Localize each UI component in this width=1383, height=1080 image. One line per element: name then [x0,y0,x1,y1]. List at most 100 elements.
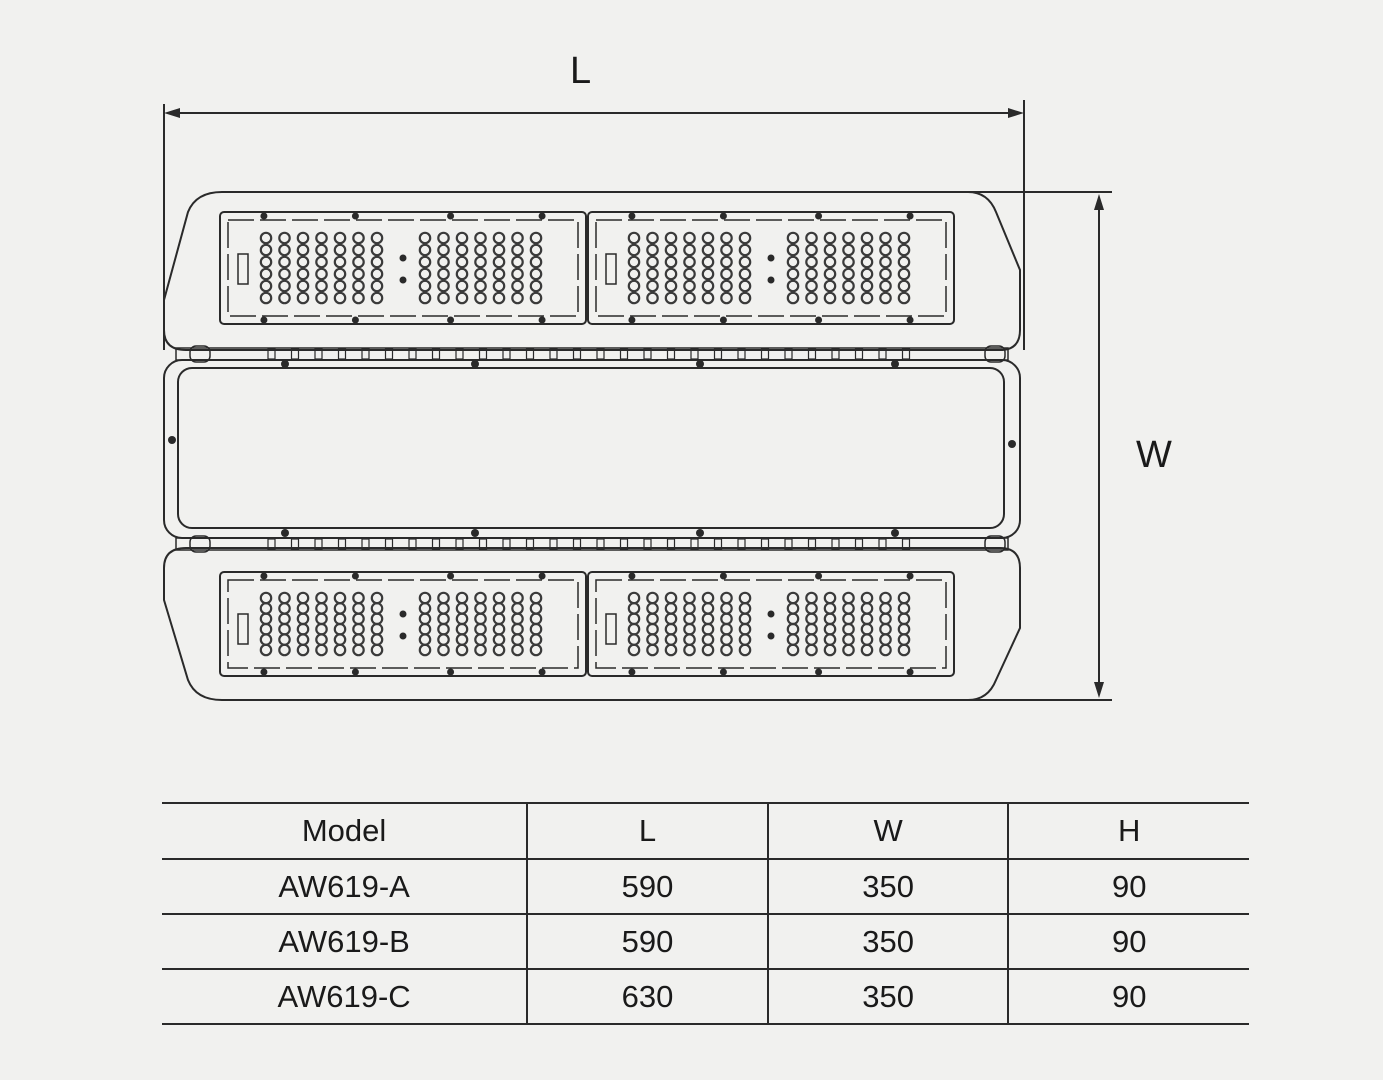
led-chip [627,267,641,281]
led-chip [860,633,874,646]
panel-inner-frame [227,219,579,317]
led-chip [720,633,733,646]
connector-slot [337,348,347,360]
led-chip [860,622,874,636]
led-chip [455,279,469,293]
center-pin [767,632,775,640]
led-chip [418,633,432,646]
led-chip [370,243,384,257]
led-chip [315,279,328,293]
cell-height: 90 [1007,913,1249,970]
connector-slot [572,538,582,550]
center-pin [399,254,407,262]
led-chip [823,231,837,245]
led-chip [315,255,328,269]
led-chip [437,291,450,305]
led-chip [842,643,855,657]
led-chip [842,255,855,269]
panel-screw [906,212,914,220]
connector-slot [455,348,464,360]
connector-slot [690,348,699,360]
length-dimension [163,100,1025,350]
connector-slot [854,538,864,550]
led-chip [823,255,837,269]
led-chip [738,231,752,245]
connector-end-cap [984,535,1006,553]
cell-length: 630 [526,968,768,1025]
led-chip [370,612,384,626]
panel-label-tab [605,613,617,645]
led-chip [897,255,911,269]
led-chip [455,267,469,281]
led-modules [168,211,1016,677]
led-chip [315,267,328,281]
led-chip [315,643,328,657]
led-chip [683,622,696,636]
led-chip [370,255,384,269]
led-chip [296,612,310,626]
screw-dot [696,360,704,368]
center-pin [399,276,407,284]
cell-height: 90 [1007,858,1249,915]
led-chip [418,243,432,257]
connector-slot [549,538,558,550]
led-chip [370,622,384,636]
led-chip [437,279,450,293]
led-chip [805,591,818,605]
led-chip [879,231,892,245]
led-chip [646,602,659,615]
screw-dot [168,436,176,444]
led-chip [738,591,752,605]
led-chip [738,602,752,615]
led-chip [879,643,892,657]
led-chip [701,643,715,657]
led-chip [511,591,524,605]
led-chip [683,643,696,657]
panel-screw [628,572,636,580]
table-row: AW619-B 590 350 90 [162,913,1249,970]
led-chip [492,279,506,293]
led-chip [664,243,678,257]
connector-slot [807,538,817,550]
led-chip [437,591,450,605]
led-chip [683,231,696,245]
led-chip [701,622,715,636]
led-chip [897,243,911,257]
led-chip [823,243,837,257]
led-chip [823,622,837,636]
led-chip [664,279,678,293]
led-chip [315,591,328,605]
led-chip [296,602,310,615]
led-chip [529,602,543,615]
led-chip [664,612,678,626]
led-chip [278,243,291,257]
panel-screw [719,572,727,580]
screw-dot [281,529,289,537]
connector-slot [384,348,394,360]
panel-screw [260,316,268,324]
panel-screw [447,212,455,220]
led-chip [860,643,874,657]
panel-screw [260,668,268,676]
led-chip [897,633,911,646]
housing-outline [163,191,1021,701]
led-chip [315,602,328,615]
panel-screw [538,668,546,676]
connector-slot [831,348,840,360]
led-chip [897,643,911,657]
led-chip [352,622,365,636]
screw-dot [696,529,704,537]
led-chip [842,622,855,636]
led-chip [664,291,678,305]
led-chip [492,612,506,626]
led-chip [474,279,487,293]
center-pin [767,254,775,262]
led-chip [370,291,384,305]
table-header-row: Model L W H [162,802,1249,860]
led-chip [701,243,715,257]
panel-screw [906,668,914,676]
led-chip [683,255,696,269]
led-chip [259,267,273,281]
led-chip [418,231,432,245]
led-chip [646,231,659,245]
